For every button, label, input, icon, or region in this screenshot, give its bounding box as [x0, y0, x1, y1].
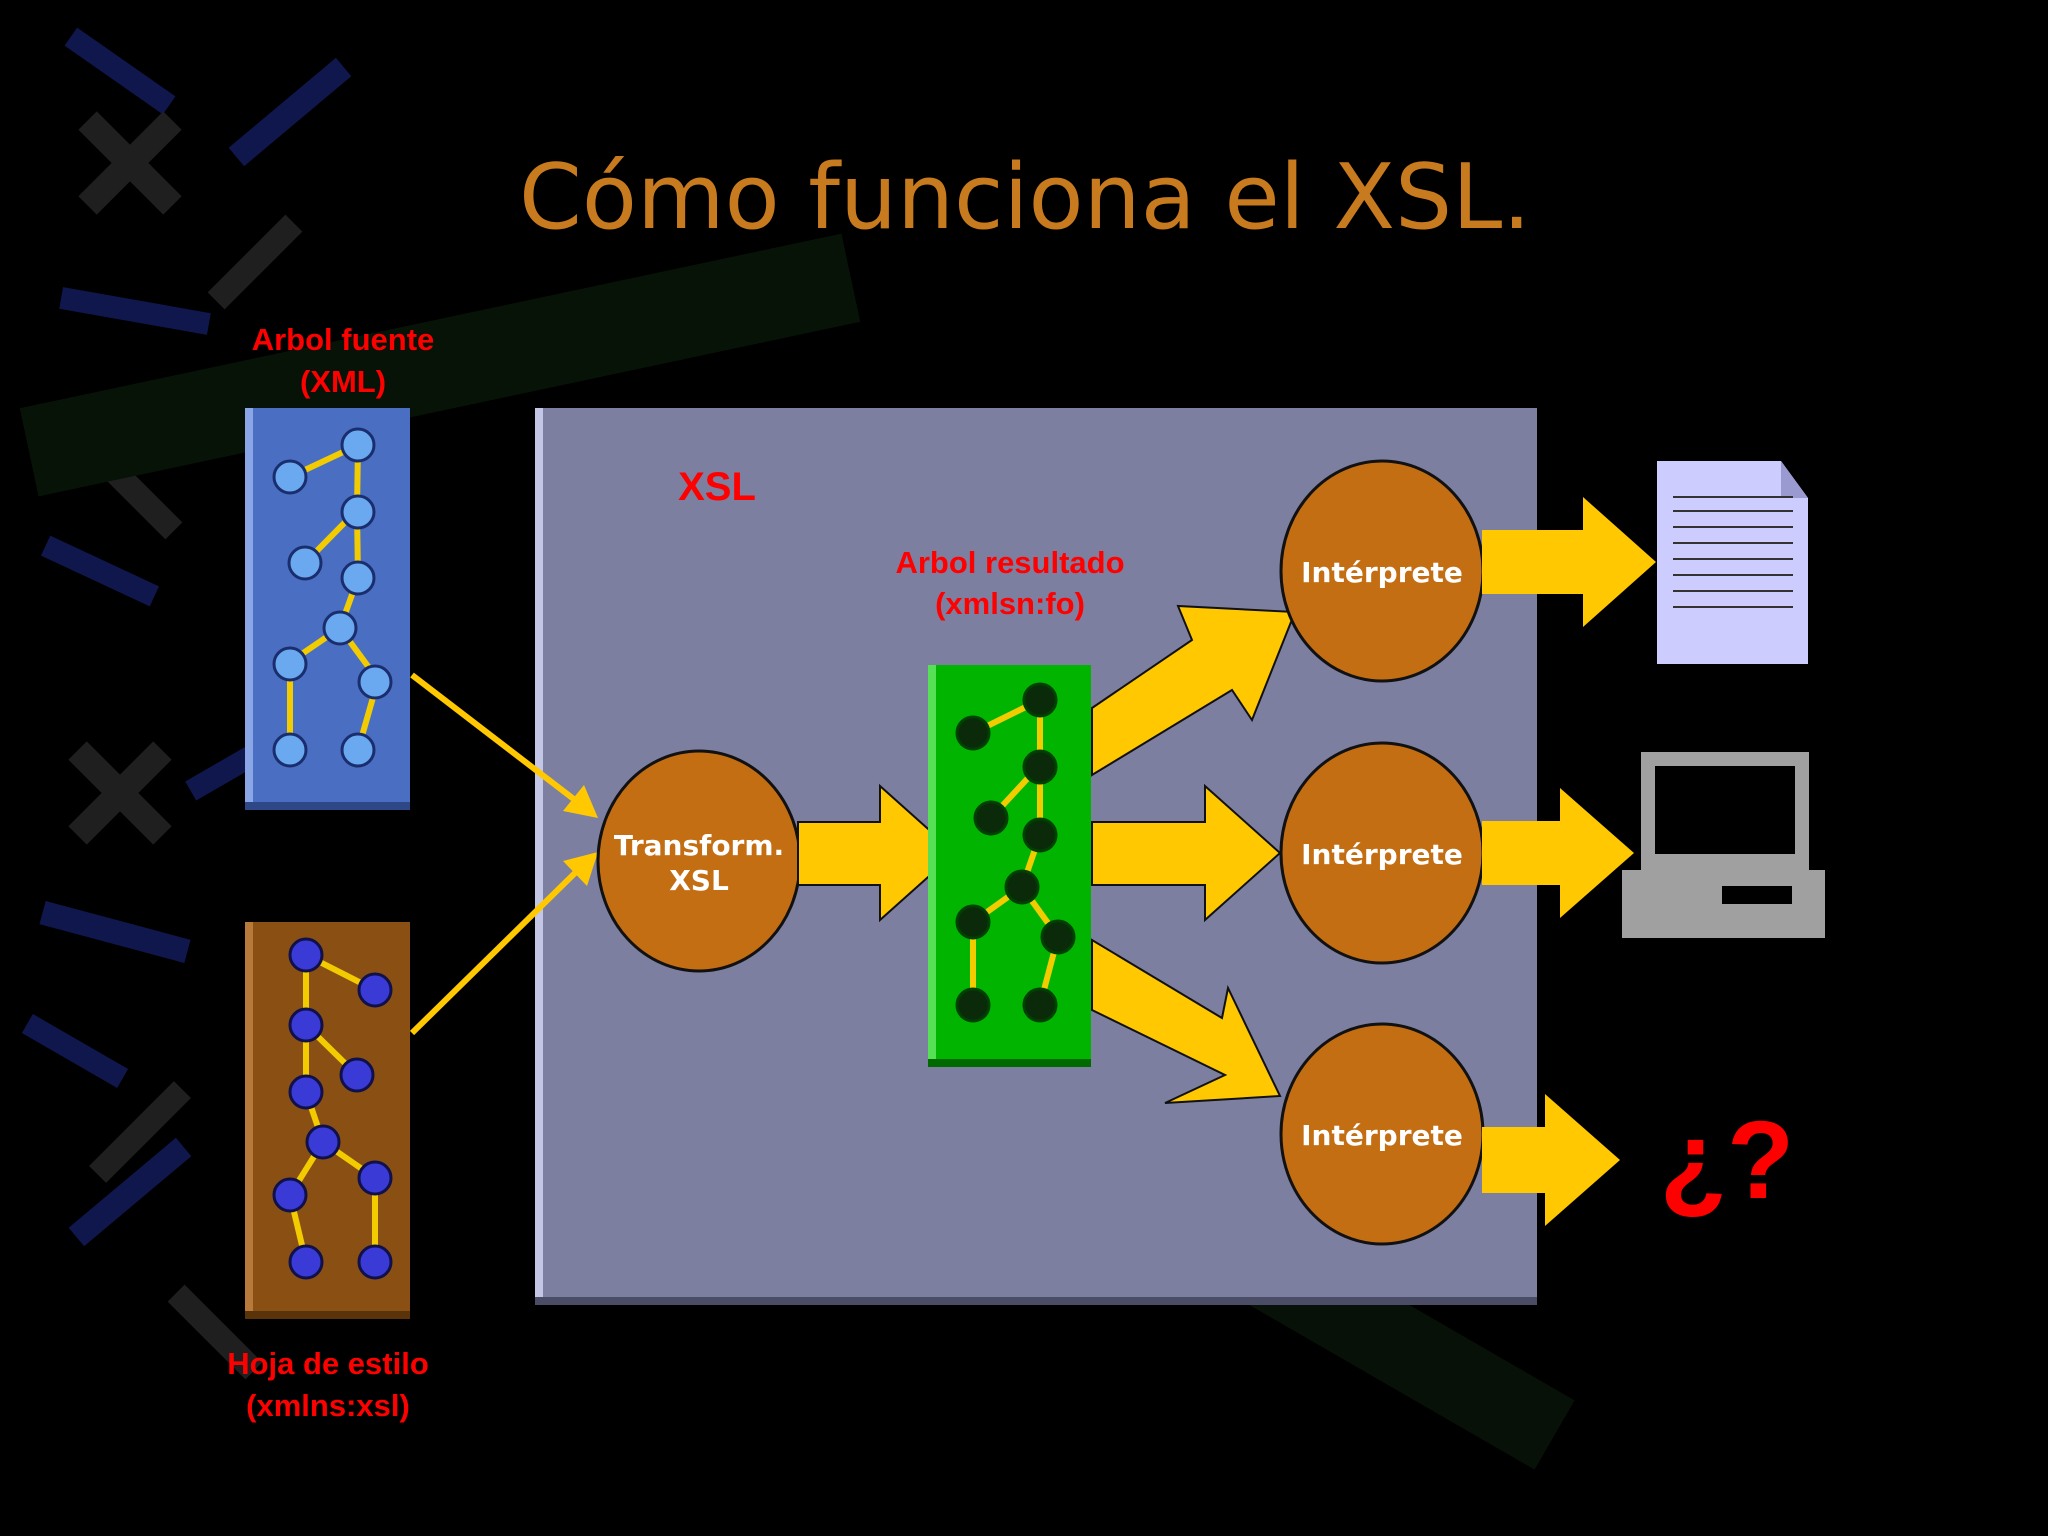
arrow-transform-to-result [797, 783, 957, 923]
interpreter-label-1: Intérprete [1301, 556, 1463, 589]
source-tree-label-line2: (XML) [300, 364, 386, 399]
interpreter-label-2: Intérprete [1301, 838, 1463, 871]
source-tree-panel [245, 408, 410, 810]
interpreter-label-3: Intérprete [1301, 1119, 1463, 1152]
transform-label-line2: XSL [669, 864, 729, 897]
result-tree-label-line2: (xmlsn:fo) [935, 586, 1085, 621]
arrow-result-to-interpreter-3 [1091, 938, 1282, 1104]
result-tree-label-line1: Arbol resultado [895, 545, 1124, 580]
arrow-result-to-interpreter-1 [1091, 604, 1297, 777]
input-arrows [409, 672, 598, 1036]
arrow-result-to-interpreter-2 [1091, 783, 1282, 923]
result-tree-nodes [955, 682, 1076, 1023]
stylesheet-tree-nodes [272, 937, 393, 1280]
source-tree-label-line1: Arbol fuente [252, 322, 435, 357]
arrow-interpreter-2-to-computer [1482, 788, 1634, 918]
xsl-panel-label: XSL [678, 465, 756, 509]
computer-icon [1622, 752, 1825, 938]
arrow-interpreter-1-to-document [1482, 497, 1656, 627]
source-tree-nodes [272, 427, 393, 768]
arrow-interpreter-3-to-unknown [1482, 1094, 1620, 1226]
document-icon [1657, 461, 1808, 664]
result-tree-panel [928, 665, 1091, 1067]
slide-title: Cómo funciona el XSL. [519, 145, 1531, 250]
transform-label-line1: Transform. [614, 829, 784, 862]
stylesheet-label-line2: (xmlns:xsl) [246, 1388, 410, 1423]
stylesheet-label-line1: Hoja de estilo [227, 1346, 429, 1381]
unknown-output-mark: ¿? [1660, 1099, 1794, 1222]
